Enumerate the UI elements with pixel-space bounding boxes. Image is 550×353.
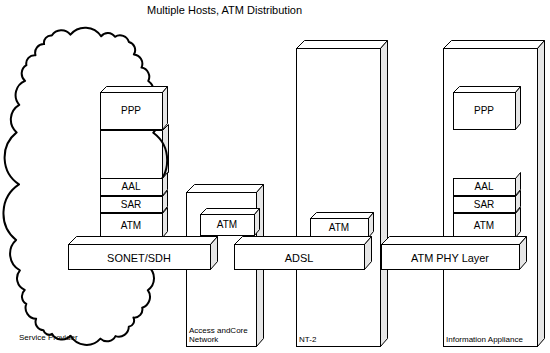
layer-label: AAL [453, 181, 515, 193]
protocol-layer: SAR [100, 196, 168, 213]
shape-outline [296, 48, 388, 347]
layer-label: SAR [100, 199, 162, 211]
diagram-title: Multiple Hosts, ATM Distribution [146, 4, 303, 17]
protocol-layer: AAL [100, 178, 168, 196]
layer-label: SAR [453, 199, 515, 211]
layer-label: ATM [100, 220, 162, 232]
layer-label: SONET/SDH [68, 252, 210, 265]
physical-layer-bar: ATM PHY Layer [381, 244, 527, 270]
box-label: Service Provider [19, 333, 155, 342]
protocol-layer: ATM [100, 213, 168, 238]
layer-label: ATM [453, 220, 515, 232]
layer-label: PPP [100, 105, 162, 117]
box-label: NT-2 [299, 335, 379, 344]
box-label: Access andCore Network [189, 326, 255, 344]
physical-layer-bar: SONET/SDH [68, 244, 218, 270]
protocol-layer: ATM [453, 213, 521, 238]
equipment-box: NT-2 ATM [296, 48, 388, 347]
protocol-layer: ATM [310, 218, 374, 238]
layer-label: ATM [200, 219, 254, 231]
equipment-box: Information Appliance PPP AAL SAR ATM [443, 48, 545, 347]
layer-label: ATM [310, 222, 368, 234]
layer-label: ADSL [234, 252, 364, 265]
protocol-layer: AAL [453, 178, 521, 196]
blank-layer [101, 131, 163, 179]
box-label: Information Appliance [446, 335, 536, 344]
layer-label: AAL [100, 181, 162, 193]
protocol-layer: ATM [200, 214, 260, 236]
protocol-layer: PPP [100, 92, 168, 130]
cloud-region: Service Provider PPP AAL SAR ATM [5, 22, 165, 350]
protocol-layer: SAR [453, 196, 521, 213]
layer-label: ATM PHY Layer [381, 252, 519, 265]
layer-label: PPP [453, 105, 515, 117]
protocol-layer: PPP [453, 92, 521, 130]
physical-layer-bar: ADSL [234, 244, 372, 270]
